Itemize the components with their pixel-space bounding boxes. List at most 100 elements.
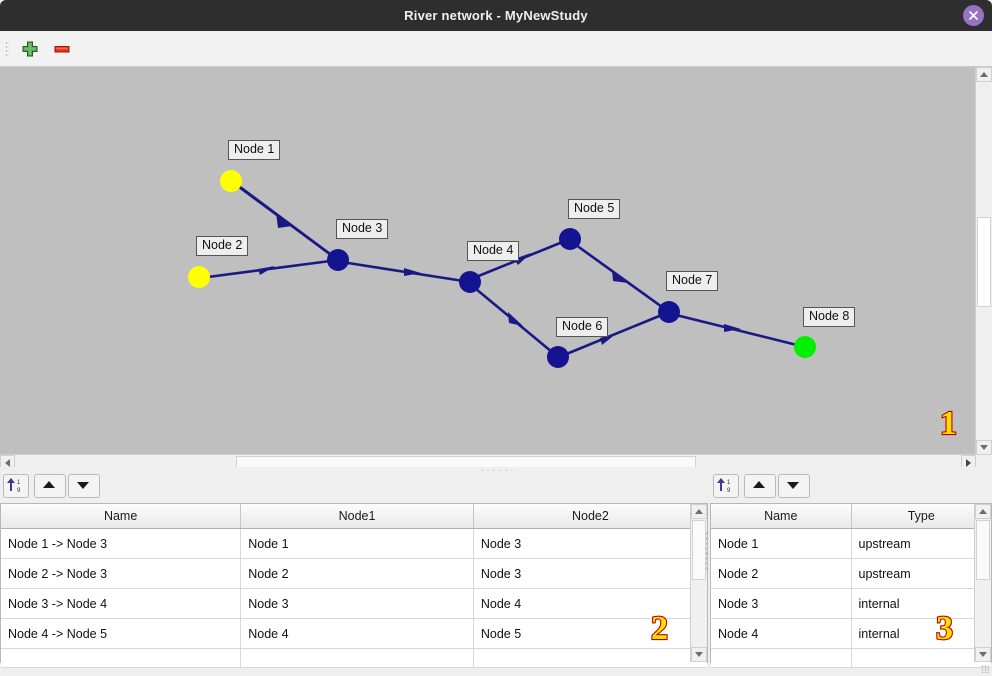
reaches-move-up-button[interactable]: [34, 474, 66, 498]
scroll-down-icon[interactable]: [691, 647, 707, 662]
reaches-sort-button[interactable]: 1 9: [3, 474, 29, 498]
svg-text:1: 1: [727, 480, 731, 486]
reaches-cell-name[interactable]: Node 1 -> Node 3: [1, 528, 242, 559]
reaches-cell-node2[interactable]: Node 5: [473, 618, 707, 649]
nodes-vertical-scrollbar[interactable]: [974, 504, 991, 662]
nodes-cell-type[interactable]: internal: [851, 588, 991, 619]
reaches-panel: 1 9 Name Node1: [0, 471, 708, 676]
reaches-cell-node1[interactable]: Node 2: [240, 558, 474, 589]
graph-node-label-node-5: Node 5: [568, 199, 621, 219]
graph-vertical-scrollbar[interactable]: [975, 67, 992, 455]
scroll-down-icon[interactable]: [975, 647, 991, 662]
reaches-col-node1[interactable]: Node1: [240, 504, 474, 529]
reaches-cell-empty: [240, 648, 474, 668]
graph-node-node-6[interactable]: [547, 346, 569, 368]
graph-node-node-3[interactable]: [327, 249, 349, 271]
reaches-cell-node2[interactable]: Node 3: [473, 528, 707, 559]
svg-text:9: 9: [727, 488, 731, 494]
table-row[interactable]: Node 4 -> Node 5 Node 4 Node 5: [1, 618, 707, 649]
graph-horizontal-scrollbar[interactable]: [0, 454, 976, 471]
graph-node-node-2[interactable]: [188, 266, 210, 288]
add-node-icon[interactable]: [20, 39, 40, 59]
table-row[interactable]: Node 3 -> Node 4 Node 3 Node 4: [1, 588, 707, 619]
graph-node-label-node-3: Node 3: [336, 219, 389, 239]
nodes-cell-empty: [711, 648, 852, 668]
nodes-col-type[interactable]: Type: [851, 504, 991, 529]
graph-node-label-node-6: Node 6: [556, 317, 609, 337]
table-row[interactable]: Node 2 -> Node 3 Node 2 Node 3: [1, 558, 707, 589]
table-row[interactable]: Node 3 internal: [711, 588, 991, 619]
reaches-cell-name[interactable]: Node 2 -> Node 3: [1, 558, 242, 589]
nodes-panel: 1 9 Name Type: [710, 471, 992, 676]
table-row[interactable]: Node 4 internal: [711, 618, 991, 649]
scroll-down-icon[interactable]: [976, 440, 992, 455]
graph-node-node-1[interactable]: [220, 170, 242, 192]
reaches-col-name[interactable]: Name: [1, 504, 242, 529]
svg-text:1: 1: [17, 480, 21, 486]
nodes-table[interactable]: Name Type Node 1 upstream Node 2 upstrea…: [710, 503, 992, 668]
network-canvas[interactable]: Node 1 Node 2 Node 3 Node 4 Node 5 Node …: [0, 67, 976, 455]
annotation-marker-2: 2: [650, 610, 669, 647]
table-row[interactable]: Node 1 upstream: [711, 528, 991, 559]
annotation-marker-3: 3: [935, 610, 954, 647]
svg-text:9: 9: [17, 488, 21, 494]
main-toolbar: [0, 31, 992, 67]
table-row[interactable]: Node 2 upstream: [711, 558, 991, 589]
reaches-table-header-row: Name Node1 Node2: [1, 504, 707, 529]
graph-node-label-node-4: Node 4: [467, 241, 520, 261]
nodes-table-grid: Name Type Node 1 upstream Node 2 upstrea…: [711, 504, 991, 668]
table-row-empty[interactable]: [711, 648, 991, 668]
scroll-up-icon[interactable]: [976, 67, 992, 82]
graph-vscroll-thumb[interactable]: [977, 217, 991, 307]
graph-node-node-4[interactable]: [459, 271, 481, 293]
nodes-cell-name[interactable]: Node 4: [711, 618, 852, 649]
graph-node-label-node-8: Node 8: [803, 307, 856, 327]
nodes-table-header-row: Name Type: [711, 504, 991, 529]
toolbar-grip[interactable]: [5, 41, 9, 57]
table-row[interactable]: Node 1 -> Node 3 Node 1 Node 3: [1, 528, 707, 559]
reaches-table-grid: Name Node1 Node2 Node 1 -> Node 3 Node 1…: [1, 504, 707, 668]
nodes-move-up-button[interactable]: [744, 474, 776, 498]
panel-vertical-grip[interactable]: [705, 531, 709, 571]
nodes-cell-type[interactable]: upstream: [851, 558, 991, 589]
nodes-cell-name[interactable]: Node 2: [711, 558, 852, 589]
reaches-cell-node1[interactable]: Node 3: [240, 588, 474, 619]
nodes-cell-empty: [851, 648, 991, 668]
nodes-cell-name[interactable]: Node 1: [711, 528, 852, 559]
nodes-cell-type[interactable]: upstream: [851, 528, 991, 559]
nodes-sort-button[interactable]: 1 9: [713, 474, 739, 498]
graph-node-node-5[interactable]: [559, 228, 581, 250]
table-row-empty[interactable]: [1, 648, 707, 668]
delete-node-icon[interactable]: [52, 39, 72, 59]
nodes-cell-name[interactable]: Node 3: [711, 588, 852, 619]
reaches-move-down-button[interactable]: [68, 474, 100, 498]
nodes-cell-type[interactable]: internal: [851, 618, 991, 649]
network-graph-panel: Node 1 Node 2 Node 3 Node 4 Node 5 Node …: [0, 67, 992, 471]
close-icon[interactable]: [963, 5, 984, 26]
nodes-vscroll-thumb[interactable]: [976, 520, 990, 580]
reaches-cell-node2[interactable]: Node 4: [473, 588, 707, 619]
window-resize-grip[interactable]: [981, 665, 989, 673]
graph-node-label-node-7: Node 7: [666, 271, 719, 291]
network-edges: [207, 179, 806, 359]
nodes-move-down-button[interactable]: [778, 474, 810, 498]
graph-node-label-node-2: Node 2: [196, 236, 249, 256]
reaches-vscroll-thumb[interactable]: [692, 520, 706, 580]
window-title: River network - MyNewStudy: [404, 8, 588, 23]
graph-node-node-8[interactable]: [794, 336, 816, 358]
scroll-up-icon[interactable]: [691, 504, 707, 519]
reaches-cell-node1[interactable]: Node 1: [240, 528, 474, 559]
reaches-cell-name[interactable]: Node 4 -> Node 5: [1, 618, 242, 649]
reaches-cell-node2[interactable]: Node 3: [473, 558, 707, 589]
graph-node-label-node-1: Node 1: [228, 140, 281, 160]
nodes-col-name[interactable]: Name: [711, 504, 852, 529]
annotation-marker-1: 1: [939, 405, 958, 442]
reaches-cell-name[interactable]: Node 3 -> Node 4: [1, 588, 242, 619]
graph-node-node-7[interactable]: [658, 301, 680, 323]
reaches-vertical-scrollbar[interactable]: [690, 504, 707, 662]
reaches-cell-node1[interactable]: Node 4: [240, 618, 474, 649]
reaches-col-node2[interactable]: Node2: [473, 504, 707, 529]
scroll-up-icon[interactable]: [975, 504, 991, 519]
reaches-table[interactable]: Name Node1 Node2 Node 1 -> Node 3 Node 1…: [0, 503, 708, 668]
